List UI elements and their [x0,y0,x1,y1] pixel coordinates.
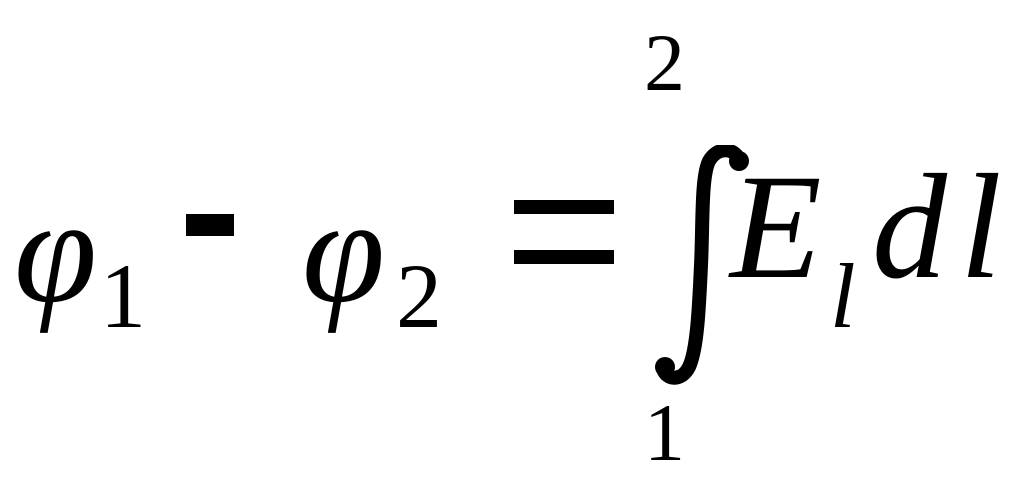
field-symbol-e: E [730,144,822,310]
phi-symbol-1: φ [14,168,97,334]
equals-sign-top-bar [514,200,614,214]
field-subscript-l: l [830,245,856,347]
phi-subscript-1: 1 [100,245,146,347]
phi-subscript-2: 2 [396,245,442,347]
integral-upper-limit: 2 [644,17,685,108]
equals-sign-bottom-bar [514,250,614,264]
integral-lower-limit: 1 [644,387,685,478]
differential-variable-l: l [960,144,1002,310]
differential-d: d [872,144,947,310]
phi-symbol-2: φ [302,168,385,334]
integral-sign-icon [655,145,749,385]
minus-sign [186,214,234,236]
